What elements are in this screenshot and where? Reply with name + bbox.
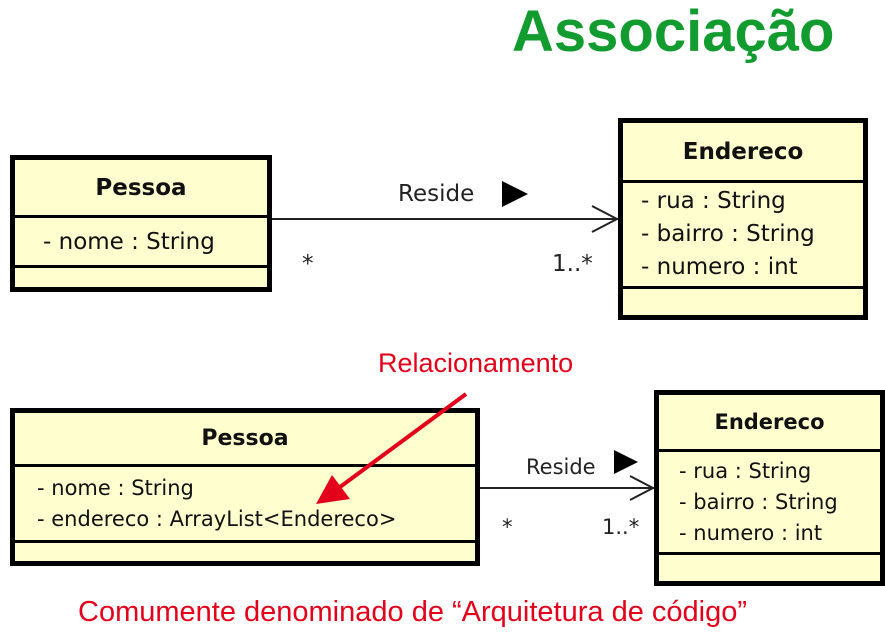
class-attributes: - rua : String - bairro : String - numer… [623,183,863,289]
source-multiplicity: * [502,515,513,539]
class-name: Endereco [659,395,880,452]
attribute: - nome : String [37,475,194,500]
target-multiplicity: 1..* [602,515,640,539]
annotation-arrow-shaft [338,392,468,489]
class-endereco[interactable]: Endereco - rua : String - bairro : Strin… [618,118,868,320]
association-label: Reside [398,181,475,207]
navigability-arrowhead-icon [591,205,620,233]
attribute: - endereco : ArrayList<Endereco> [37,506,397,531]
source-multiplicity: * [302,251,314,277]
relationship-annotation: Relacionamento [378,348,574,378]
target-multiplicity: 1..* [552,251,593,277]
class-attributes: - nome : String [15,218,267,268]
class-name: Endereco [623,123,863,183]
direction-triangle-icon [614,450,638,474]
page-title: Associação [512,0,835,64]
annotation-arrowhead-icon [316,475,350,504]
attribute: - nome : String [43,228,215,255]
navigability-arrowhead-icon [629,475,656,501]
class-name: Pessoa [15,160,267,218]
attribute: - rua : String [679,458,812,483]
class-pessoa[interactable]: Pessoa - nome : String - endereco : Arra… [10,408,480,566]
attribute: - numero : int [641,254,798,280]
attribute: - bairro : String [641,221,815,247]
footer-caption: Comumente denominado de “Arquitetura de … [78,596,748,628]
class-endereco[interactable]: Endereco - rua : String - bairro : Strin… [654,390,885,586]
attribute: - rua : String [641,188,786,214]
association-label: Reside [526,455,596,479]
class-attributes: - rua : String - bairro : String - numer… [659,452,880,555]
class-pessoa[interactable]: Pessoa - nome : String [10,155,272,292]
attribute: - numero : int [679,520,823,545]
attribute: - bairro : String [679,489,838,514]
direction-triangle-icon [502,181,528,207]
class-attributes: - nome : String - endereco : ArrayList<E… [15,467,475,543]
class-name: Pessoa [15,413,475,467]
